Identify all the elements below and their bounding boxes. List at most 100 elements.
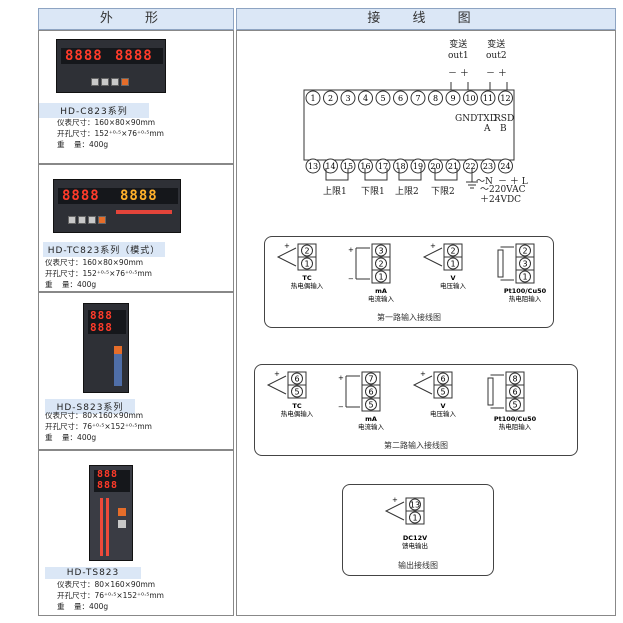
spec-cutout: 开孔尺寸：76⁺⁰·⁵×152⁺⁰·⁵mm — [57, 591, 164, 600]
input2-3-pin-6 — [509, 385, 521, 398]
limit-lower-2: 下限2 — [431, 187, 455, 197]
display-sv: 8888 — [120, 188, 158, 204]
input1-3-pin-label-2: 2 — [522, 247, 527, 256]
input2-3-pin-label-6: 6 — [512, 388, 517, 397]
input2-1-pin-label-6: 6 — [368, 388, 373, 397]
model-label: HD-S823系列 — [45, 399, 135, 414]
transmit-1-label: 变送 out1 — [448, 40, 469, 61]
terminal-number-15: 15 — [343, 162, 353, 171]
input2-2-pin-5 — [437, 385, 449, 398]
left-header: 外 形 — [38, 8, 234, 30]
device-panel-2: 8888 8888 HD-TC823系列（模式） 仪表尺寸：160×80×90m… — [38, 164, 234, 292]
terminal-number-18: 18 — [395, 162, 405, 171]
input1-1-pin-label-3: 3 — [378, 247, 383, 256]
display-pv: 888 — [90, 309, 113, 322]
terminal-number-3: 3 — [345, 94, 350, 103]
transmit-2-polarity: － ＋ — [486, 69, 507, 79]
terminal-3 — [340, 90, 356, 106]
spec-weight: 重 量：400g — [57, 602, 109, 611]
power-label: ～220VAC ＋24VDC — [480, 185, 526, 205]
terminal-number-23: 23 — [483, 162, 493, 171]
output-pin-13 — [409, 498, 421, 511]
terminal-number-8: 8 — [433, 94, 438, 103]
terminal-number-11: 11 — [483, 94, 493, 103]
display-sv: 8888 — [115, 48, 153, 64]
limit-upper-1: 上限1 — [323, 187, 347, 197]
output-type: DC12V — [403, 534, 427, 542]
input2-3-pin-8 — [509, 372, 521, 385]
input2-0-pin-5 — [291, 385, 303, 398]
input1-desc-2: 电压输入 — [440, 281, 467, 290]
terminal-24 — [498, 158, 513, 174]
terminal-1 — [305, 90, 321, 106]
device-panel-4: 888 888 HD-TS823 仪表尺寸：80×160×90mm 开孔尺寸：7… — [38, 450, 234, 616]
terminal-number-4: 4 — [363, 94, 368, 103]
spec-size: 仪表尺寸：80×160×90mm — [45, 411, 144, 420]
spec-cutout: 开孔尺寸：76⁺⁰·⁵×152⁺⁰·⁵mm — [45, 422, 152, 431]
input2-3-pin-label-5: 5 — [512, 401, 517, 410]
terminal-11 — [480, 90, 496, 106]
input1-desc-3: 热电阻输入 — [509, 294, 542, 303]
input-1-diagram: +21TC热电偶输入+−321mA电流输入+21V电压输入231Pt100/Cu… — [276, 242, 547, 303]
input-2-caption: 第二路输入接线图 — [384, 441, 448, 450]
input2-1-pin-5 — [365, 398, 377, 411]
display-sv: 888 — [90, 321, 113, 334]
input1-2-pin-label-1: 1 — [450, 260, 455, 269]
terminal-number-16: 16 — [360, 162, 370, 171]
terminal-18 — [393, 158, 408, 174]
device-image-s823: 888 888 — [83, 303, 129, 393]
spec-size: 仪表尺寸：80×160×90mm — [57, 580, 156, 589]
terminal-2 — [323, 90, 338, 106]
line-label: － ＋ L — [498, 177, 528, 187]
svg-text:−: − — [348, 275, 354, 283]
limit-upper-2: 上限2 — [395, 187, 419, 197]
display-pv: 8888 — [65, 48, 103, 64]
input2-desc-2: 电压输入 — [430, 409, 457, 418]
svg-text:+: + — [338, 374, 344, 382]
svg-text:+: + — [392, 496, 398, 504]
input2-1-pin-label-7: 7 — [368, 375, 373, 384]
gnd-txd-label: GNDTXD — [455, 114, 497, 124]
transmit-2-label: 变送 out2 — [486, 40, 507, 61]
output-pin-1 — [409, 511, 421, 524]
input1-type-0: TC — [302, 274, 311, 282]
device-image-tc823: 8888 8888 — [53, 179, 181, 233]
input1-type-3: Pt100/Cu50 — [504, 287, 547, 295]
rsd-sub-label: B — [500, 124, 507, 134]
input1-1-pin-3 — [375, 244, 387, 257]
input1-3-pin-label-3: 3 — [522, 260, 527, 269]
input-2-diagram: +65TC热电偶输入+−765mA电流输入+65V电压输入865Pt100/Cu… — [266, 370, 537, 431]
device-image-c823: 8888 8888 — [56, 39, 166, 93]
output-pin-label-1: 1 — [412, 514, 417, 523]
output-pin-label-13: 13 — [410, 501, 420, 510]
device-image-ts823: 888 888 — [89, 465, 133, 561]
model-label: HD-TS823 — [45, 567, 141, 579]
terminal-22 — [463, 158, 478, 174]
terminal-number-19: 19 — [413, 162, 423, 171]
input-1-caption: 第一路输入接线图 — [377, 313, 441, 322]
input1-0-pin-label-2: 2 — [304, 247, 309, 256]
terminal-number-2: 2 — [328, 94, 333, 103]
neutral-label: ～N — [476, 177, 493, 187]
limit-lower-1: 下限1 — [361, 187, 385, 197]
terminal-number-17: 17 — [378, 162, 388, 171]
spec-size: 仪表尺寸：160×80×90mm — [57, 118, 156, 127]
terminal-9 — [445, 90, 461, 106]
terminal-12 — [498, 90, 513, 106]
input2-2-pin-6 — [437, 372, 449, 385]
terminal-6 — [393, 90, 408, 106]
spec-size: 仪表尺寸：160×80×90mm — [45, 258, 144, 267]
model-label: HD-C823系列 — [39, 103, 149, 118]
terminal-5 — [375, 90, 391, 106]
input1-desc-1: 电流输入 — [368, 294, 395, 303]
svg-text:+: + — [348, 246, 354, 254]
input1-3-pin-3 — [519, 257, 531, 270]
output-caption: 输出接线图 — [398, 561, 438, 570]
terminal-number-21: 21 — [448, 162, 458, 171]
input2-0-pin-label-6: 6 — [294, 375, 299, 384]
input1-3-pin-2 — [519, 244, 531, 257]
terminal-number-12: 12 — [500, 94, 510, 103]
input2-1-pin-label-5: 5 — [368, 401, 373, 410]
terminal-number-6: 6 — [398, 94, 403, 103]
